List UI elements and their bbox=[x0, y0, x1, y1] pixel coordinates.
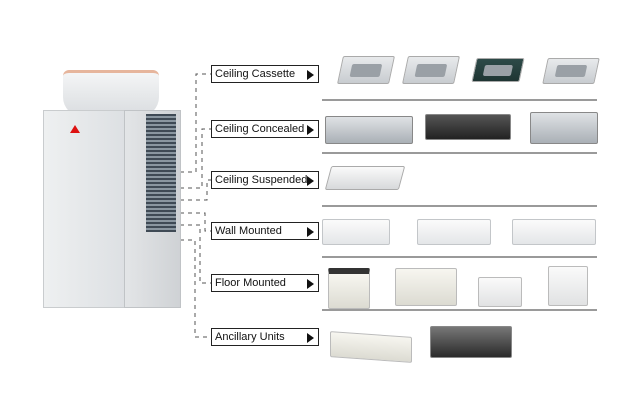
category-floor-mounted[interactable]: Floor Mounted bbox=[211, 274, 319, 292]
ducted-unit-image[interactable] bbox=[325, 116, 413, 144]
separator bbox=[322, 99, 597, 101]
logo bbox=[70, 125, 95, 137]
wall-unit-image[interactable] bbox=[512, 219, 596, 245]
front-panel bbox=[43, 110, 125, 308]
floor-unit-image[interactable] bbox=[328, 268, 370, 309]
cassette-unit-image[interactable] bbox=[542, 58, 600, 84]
arrow-right-icon bbox=[307, 125, 314, 135]
outdoor-unit bbox=[43, 70, 181, 308]
category-ceiling-cassette[interactable]: Ceiling Cassette bbox=[211, 65, 319, 83]
ducted-unit-image[interactable] bbox=[530, 112, 598, 144]
label-text: Ceiling Cassette bbox=[215, 68, 296, 80]
label-text: Ceiling Suspended bbox=[215, 174, 308, 186]
category-wall-mounted[interactable]: Wall Mounted bbox=[211, 222, 319, 240]
category-ancillary-units[interactable]: Ancillary Units bbox=[211, 328, 319, 346]
floor-unit-image[interactable] bbox=[395, 268, 457, 306]
cassette-unit-image[interactable] bbox=[402, 56, 460, 84]
floor-unit-image[interactable] bbox=[478, 277, 522, 307]
floor-unit-image[interactable] bbox=[548, 266, 588, 306]
suspended-unit-image[interactable] bbox=[324, 166, 406, 190]
label-text: Ancillary Units bbox=[215, 331, 285, 343]
arrow-right-icon bbox=[307, 333, 314, 343]
separator bbox=[322, 256, 597, 258]
separator bbox=[322, 152, 597, 154]
heat-exchanger-grille bbox=[146, 114, 176, 232]
label-text: Ceiling Concealed bbox=[215, 123, 305, 135]
cassette-unit-image[interactable] bbox=[471, 58, 525, 82]
separator bbox=[322, 205, 597, 207]
arrow-right-icon bbox=[307, 70, 314, 80]
category-ceiling-suspended[interactable]: Ceiling Suspended bbox=[211, 171, 319, 189]
fan-guard bbox=[63, 70, 159, 117]
cassette-unit-image[interactable] bbox=[337, 56, 395, 84]
arrow-right-icon bbox=[307, 176, 314, 186]
wall-unit-image[interactable] bbox=[417, 219, 491, 245]
lossnay-unit-image[interactable] bbox=[430, 326, 512, 358]
label-text: Floor Mounted bbox=[215, 277, 286, 289]
ducted-unit-image[interactable] bbox=[425, 114, 511, 140]
arrow-right-icon bbox=[307, 279, 314, 289]
category-ceiling-concealed[interactable]: Ceiling Concealed bbox=[211, 120, 319, 138]
arrow-right-icon bbox=[307, 227, 314, 237]
label-text: Wall Mounted bbox=[215, 225, 282, 237]
wall-unit-image[interactable] bbox=[322, 219, 390, 245]
separator bbox=[322, 309, 597, 311]
